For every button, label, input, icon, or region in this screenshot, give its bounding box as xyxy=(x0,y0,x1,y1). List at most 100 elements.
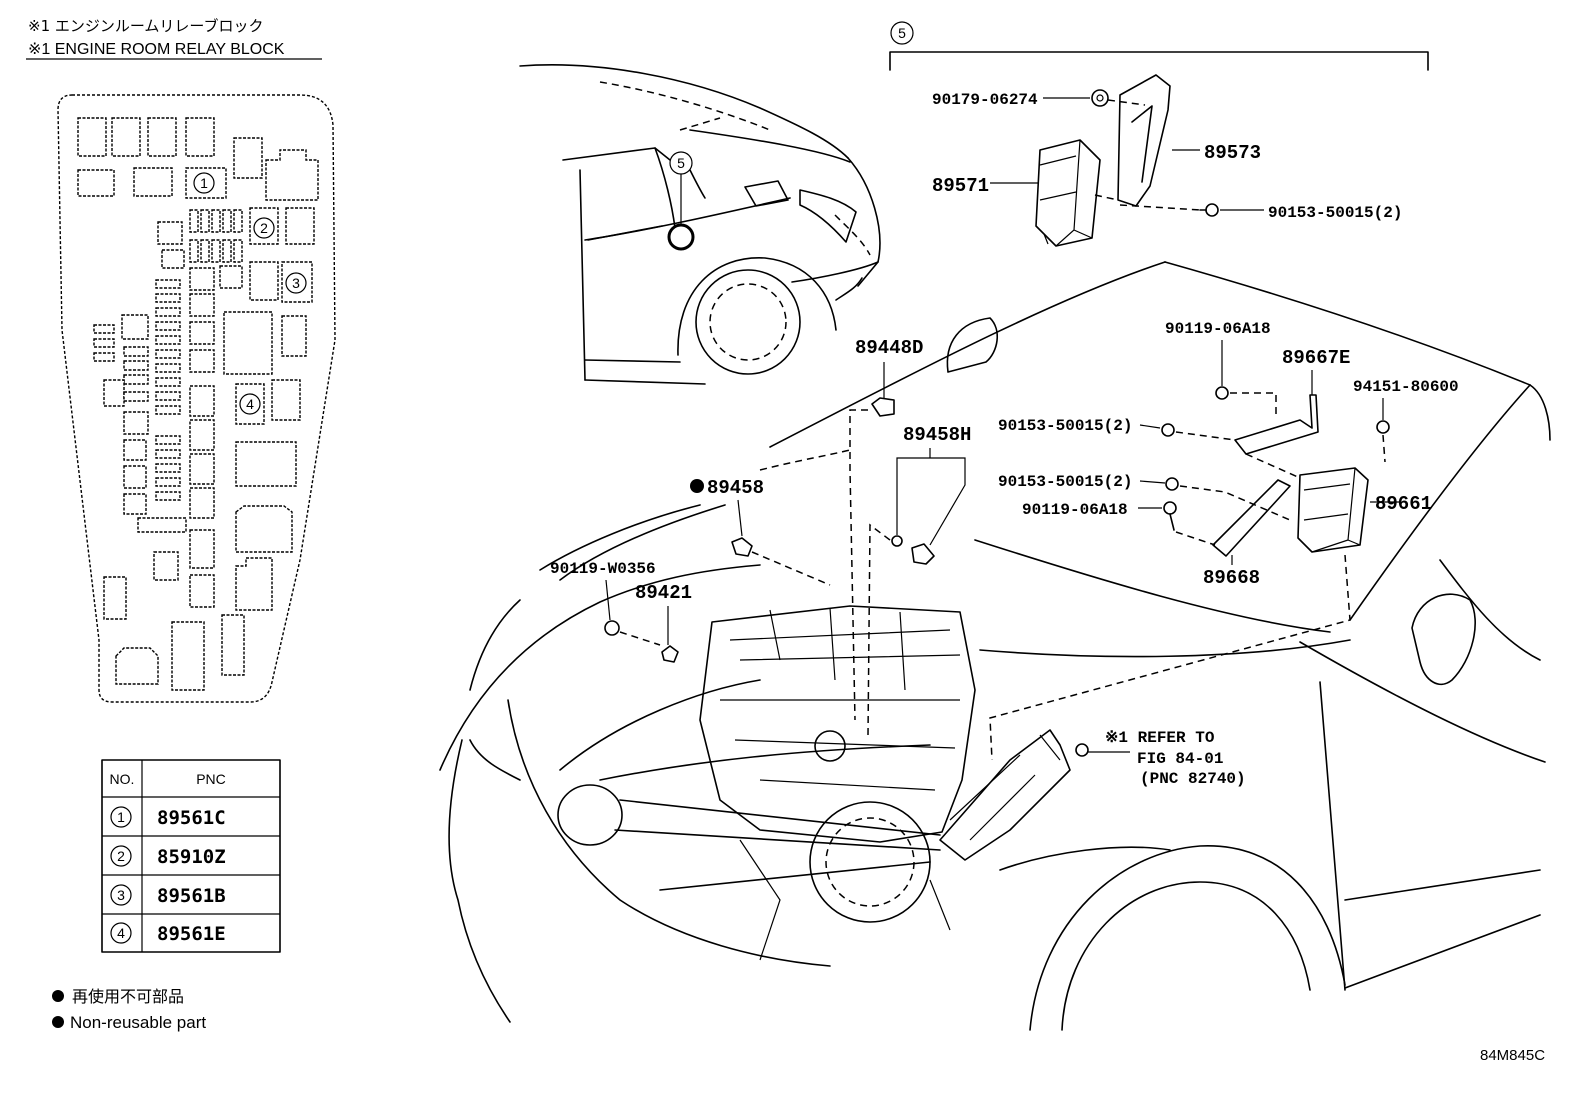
fuse-slot xyxy=(157,221,183,245)
fuse-slot xyxy=(249,261,279,301)
table-row-marker xyxy=(110,806,132,828)
part-sketch-89421 xyxy=(661,645,679,663)
non-reusable-bullet xyxy=(52,1016,64,1028)
group-callout-label: 5 xyxy=(898,25,906,41)
position-marker-1 xyxy=(193,172,215,194)
part-label-90119-W0356[interactable]: 90119-W0356 xyxy=(550,560,656,578)
c-pillar xyxy=(654,147,676,229)
door-window-line xyxy=(1439,559,1541,661)
vehicle-outline xyxy=(689,169,706,199)
fuse-slot xyxy=(123,465,147,489)
fuse-slot xyxy=(189,321,215,345)
connector-slot xyxy=(115,647,159,685)
refer-note-line3: (PNC 82740) xyxy=(1140,770,1246,788)
part-label-90119-06A18-top[interactable]: 90119-06A18 xyxy=(1165,320,1271,338)
fuse-slot xyxy=(185,117,215,157)
relay-slot xyxy=(235,441,297,487)
mini-fuse xyxy=(155,391,181,401)
body-character-line xyxy=(1299,641,1546,763)
part-label-89448D[interactable]: 89448D xyxy=(855,337,923,359)
fuse-slot-position-3 xyxy=(281,261,313,303)
engine-detail xyxy=(739,839,951,961)
leader-line xyxy=(1139,424,1161,429)
fuse-slot xyxy=(77,169,115,197)
grille-line xyxy=(659,861,931,891)
fuse-slot xyxy=(189,293,215,317)
position-marker-4 xyxy=(239,393,261,415)
assembly-dashed-line xyxy=(1382,434,1386,463)
fuse-slot xyxy=(103,576,127,620)
part-label-90179-06274[interactable]: 90179-06274 xyxy=(932,91,1038,109)
relay-slot xyxy=(223,311,273,375)
part-label-90119-06A18-low[interactable]: 90119-06A18 xyxy=(1022,501,1128,519)
fuse-slot xyxy=(221,614,245,676)
table-row-pnc[interactable]: 89561E xyxy=(157,923,226,945)
relay-block-title-en: ※1 ENGINE ROOM RELAY BLOCK xyxy=(28,41,285,58)
front-bumper xyxy=(448,739,511,1023)
side-mirror-right xyxy=(1411,593,1476,686)
relay-block-outline xyxy=(57,94,336,703)
assembly-dashed-line xyxy=(619,631,661,646)
mini-fuse xyxy=(93,352,115,362)
table-row-no: 4 xyxy=(117,925,125,941)
nut-icon xyxy=(1376,420,1390,434)
grille-line xyxy=(619,799,941,836)
part-sketch-90179-06274 xyxy=(1091,89,1109,107)
hood-front-edge xyxy=(439,564,761,771)
fuse-slot xyxy=(123,411,149,435)
part-label-94151-80600[interactable]: 94151-80600 xyxy=(1353,378,1459,396)
part-label-89667E[interactable]: 89667E xyxy=(1282,347,1350,369)
part-label-89458[interactable]: 89458 xyxy=(707,477,764,499)
part-label-89573[interactable]: 89573 xyxy=(1204,142,1261,164)
vehicle-hidden-line xyxy=(759,449,851,471)
pnc-table: NO. PNC 1 89561C 2 85910Z 3 89561B 4 895… xyxy=(101,759,281,953)
cowl-line xyxy=(974,539,1331,633)
assembly-dashed-line xyxy=(989,554,1351,761)
fuse-slot xyxy=(171,621,205,691)
part-label-89661[interactable]: 89661 xyxy=(1375,493,1432,515)
mini-fuse xyxy=(200,239,210,263)
part-label-89421[interactable]: 89421 xyxy=(635,582,692,604)
part-label-90153-50015-low[interactable]: 90153-50015(2) xyxy=(998,473,1132,491)
part-label-89571[interactable]: 89571 xyxy=(932,175,989,197)
table-row-pnc[interactable]: 89561B xyxy=(157,885,226,907)
hood-rear-edge xyxy=(769,261,1166,448)
table-row-pnc[interactable]: 89561C xyxy=(157,807,226,829)
mini-fuse xyxy=(211,209,221,233)
fuse-slot xyxy=(121,314,149,340)
bolt-icon xyxy=(1205,203,1219,217)
part-label-89458H[interactable]: 89458H xyxy=(903,424,971,446)
vehicle-outline xyxy=(519,64,849,159)
table-row-pnc[interactable]: 85910Z xyxy=(157,846,226,868)
part-sketch-89661 xyxy=(1297,467,1369,553)
part-label-90153-50015-top[interactable]: 90153-50015(2) xyxy=(1268,204,1402,222)
mini-fuse xyxy=(93,324,115,334)
fuse-slot xyxy=(133,167,173,197)
fuse-slot xyxy=(189,267,215,291)
part-label-89668[interactable]: 89668 xyxy=(1203,567,1260,589)
mini-fuse xyxy=(155,349,181,359)
fuse-slot xyxy=(189,529,215,569)
fuse-slot xyxy=(137,517,187,533)
fuse-slot xyxy=(189,453,215,485)
bolt-shank xyxy=(1169,513,1175,531)
refer-note-line2[interactable]: FIG 84-01 xyxy=(1137,750,1223,768)
table-row-no: 2 xyxy=(117,848,125,864)
fuse-slot xyxy=(189,487,215,519)
fuse-slot xyxy=(219,265,243,289)
position-marker-4-label: 4 xyxy=(246,396,254,412)
part-label-90153-50015-mid[interactable]: 90153-50015(2) xyxy=(998,417,1132,435)
roof-edge xyxy=(1164,261,1531,386)
fender-edge xyxy=(469,599,521,691)
rocker-line xyxy=(1344,869,1541,901)
relay-slot xyxy=(265,149,319,201)
assembly-dashed-line xyxy=(751,551,831,586)
part-sketch-89571-detail xyxy=(1039,139,1093,247)
non-reusable-bullet xyxy=(690,479,704,493)
part-sketch-ecu-82740 xyxy=(939,729,1071,861)
part-sketch-ecu-82740-detail xyxy=(949,734,1061,841)
fuse-slot xyxy=(153,551,179,581)
mini-fuse xyxy=(155,435,181,445)
fender-line xyxy=(999,846,1171,871)
